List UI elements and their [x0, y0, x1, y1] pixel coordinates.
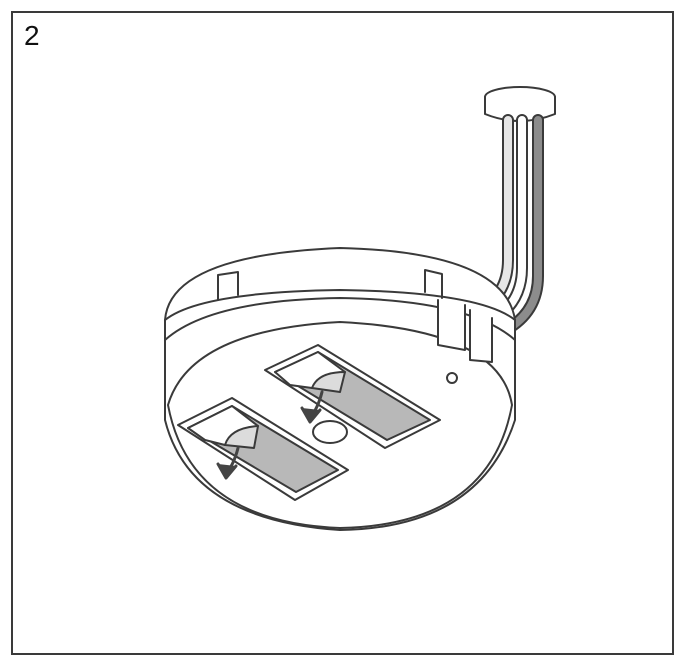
adhesive-pad-left: [177, 397, 349, 501]
device-body: [164, 247, 516, 531]
peel-arrow-icon: [300, 390, 324, 424]
adhesive-pad-right: [264, 344, 441, 449]
step-number: 2: [24, 20, 40, 51]
peel-arrow-icon: [216, 446, 240, 480]
